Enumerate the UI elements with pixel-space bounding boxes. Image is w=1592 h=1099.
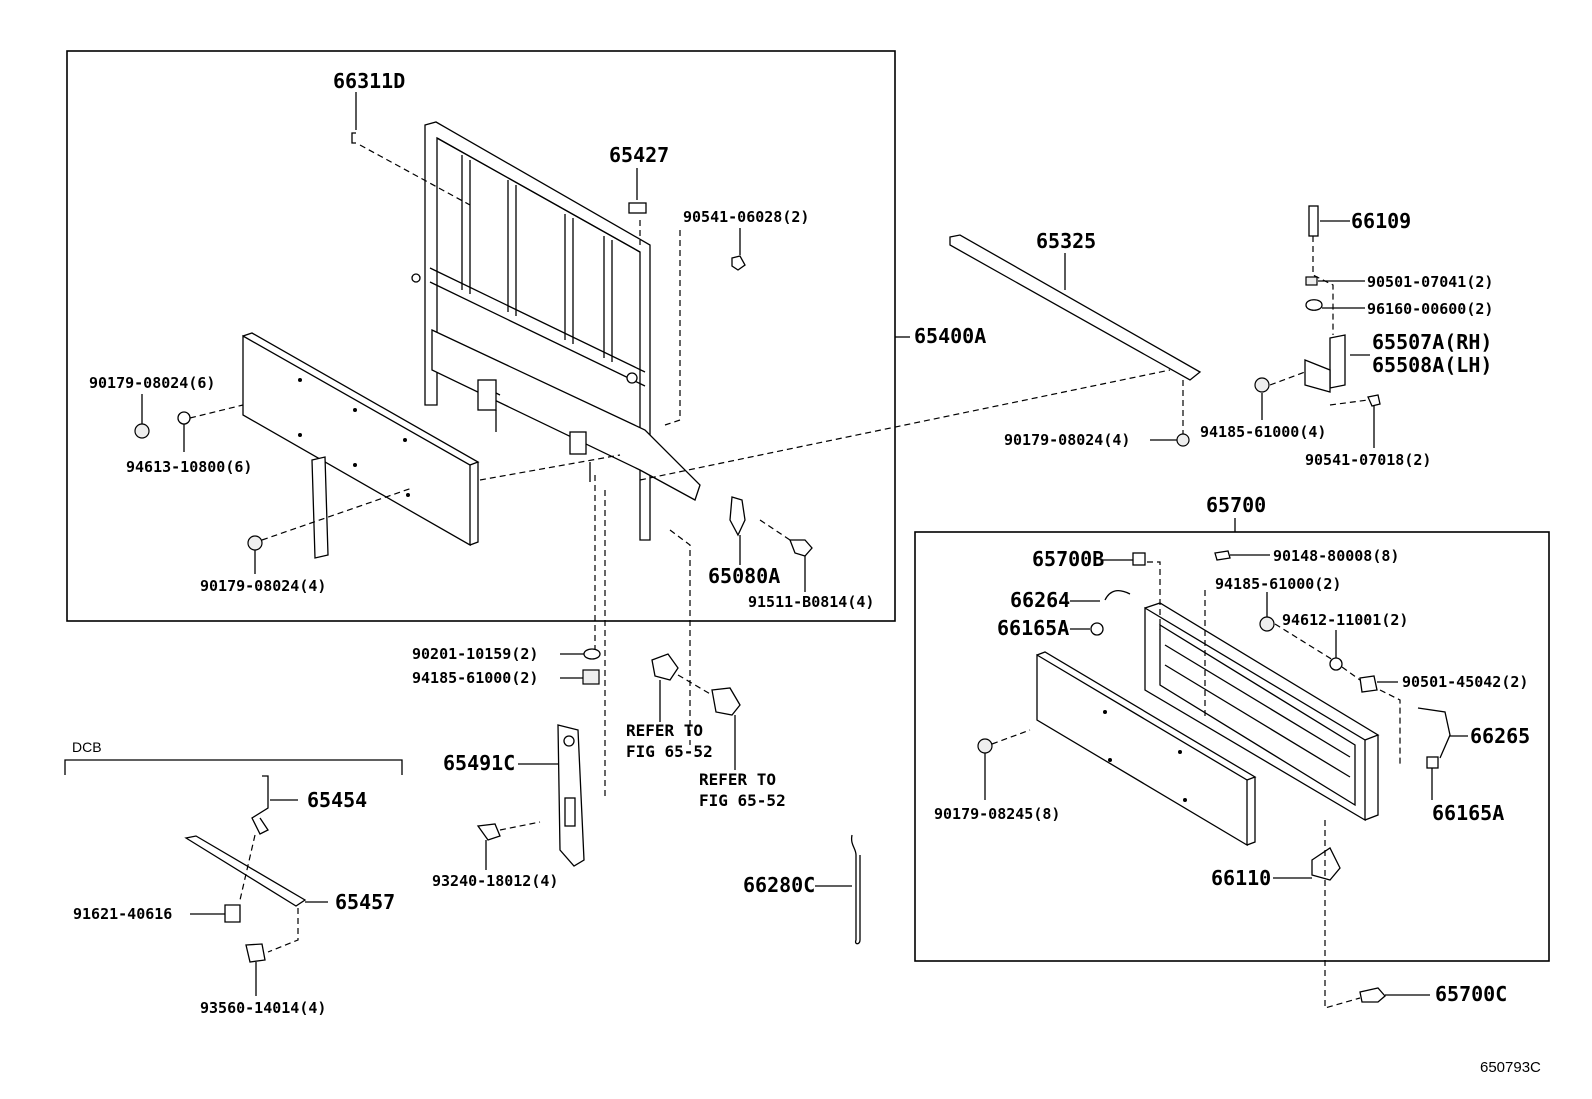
label-65700C: 65700C: [1435, 982, 1507, 1006]
label-65080A: 65080A: [708, 564, 780, 588]
label-96160-00600: 96160-00600(2): [1367, 300, 1493, 318]
rail-65325: [949, 234, 1202, 381]
label-90501-07041: 90501-07041(2): [1367, 273, 1493, 291]
rope-hook-66280C: [850, 834, 861, 945]
rod-66265: [1417, 707, 1451, 759]
label-65325: 65325: [1036, 229, 1096, 253]
label-90179-08024-4a: 90179-08024(4): [200, 577, 326, 595]
headboard-assembly-frame: [66, 50, 896, 622]
bracket-65454: [251, 775, 269, 835]
dcb-bracket: [64, 759, 403, 775]
label-66110: 66110: [1211, 866, 1271, 890]
label-93240-18012: 93240-18012(4): [432, 872, 558, 890]
label-90148-80008: 90148-80008(8): [1273, 547, 1399, 565]
label-93560-14014: 93560-14014(4): [200, 999, 326, 1017]
label-94613-10800: 94613-10800(6): [126, 458, 252, 476]
label-66280C: 66280C: [743, 873, 815, 897]
tailgate-frame: [1144, 602, 1380, 822]
label-66265: 66265: [1470, 724, 1530, 748]
label-90179-08024-6: 90179-08024(6): [89, 374, 215, 392]
label-94185-61000-2a: 94185-61000(2): [412, 669, 538, 687]
nut-94185-61000-2: [1259, 616, 1275, 632]
headboard-panel: [242, 332, 480, 547]
label-91511-B0814: 91511-B0814(4): [748, 593, 874, 611]
plate-65457: [184, 835, 307, 907]
label-65457: 65457: [335, 890, 395, 914]
rod-66264: [1104, 589, 1131, 601]
label-90179-08245: 90179-08245(8): [934, 805, 1060, 823]
bolt-refer: [711, 687, 741, 716]
label-65700B: 65700B: [1032, 547, 1104, 571]
label-66311D: 66311D: [333, 69, 405, 93]
latch-65080A: [729, 496, 746, 537]
section-label-dcb: DCB: [72, 739, 102, 755]
bolt-93560-14014: [245, 943, 266, 963]
label-94185-61000-4: 94185-61000(4): [1200, 423, 1326, 441]
screw-90148-80008: [1214, 550, 1231, 561]
refer-to-2b: FIG 65-52: [699, 791, 786, 810]
label-65700: 65700: [1206, 493, 1266, 517]
refer-to-2a: REFER TO: [699, 770, 776, 789]
spacer-90201-10159: [583, 648, 601, 660]
bushing: [651, 653, 679, 681]
label-65454: 65454: [307, 788, 367, 812]
tailgate-panel: [1036, 651, 1257, 847]
refer-to-1b: FIG 65-52: [626, 742, 713, 761]
label-66264: 66264: [1010, 588, 1070, 612]
bolt-90541-06028: [731, 255, 746, 271]
label-90541-07018: 90541-07018(2): [1305, 451, 1431, 469]
figure-id: 650793C: [1480, 1059, 1541, 1076]
label-66109: 66109: [1351, 209, 1411, 233]
label-90501-45042: 90501-45042(2): [1402, 673, 1528, 691]
label-65491C: 65491C: [443, 751, 515, 775]
headboard-ladder-frame: [411, 121, 701, 541]
cap-66165A-b: [1426, 756, 1439, 769]
label-65400A: 65400A: [914, 324, 986, 348]
refer-to-1a: REFER TO: [626, 721, 703, 740]
side-post: [311, 456, 329, 559]
spring-90501-45042: [1359, 675, 1378, 693]
cap-66165A: [1090, 622, 1104, 636]
tailgate-assembly-frame: [914, 531, 1550, 962]
clip-65700B: [1132, 552, 1146, 566]
bolt-93240-18012: [476, 823, 501, 841]
label-90179-08024-4b: 90179-08024(4): [1004, 431, 1130, 449]
nut-90179-08024-6: [134, 423, 150, 439]
bolt-91621-40616: [224, 904, 241, 923]
label-65427: 65427: [609, 143, 669, 167]
cap-65427: [628, 202, 647, 214]
label-90201-10159: 90201-10159(2): [412, 645, 538, 663]
label-66165A-b: 66165A: [1432, 801, 1504, 825]
bolt-90179-08245: [977, 738, 993, 754]
washer-94612-11001: [1329, 657, 1343, 671]
label-94612-11001: 94612-11001(2): [1282, 611, 1408, 629]
washer-94613-10800: [177, 411, 191, 425]
label-66165A-a: 66165A: [997, 616, 1069, 640]
label-91621-40616: 91621-40616: [73, 905, 172, 923]
hinge-assembly: [1254, 205, 1381, 448]
label-65508A: 65508A(LH): [1372, 353, 1492, 377]
bolt-65700C: [1359, 987, 1386, 1003]
nut-90179-08024-4: [247, 535, 263, 551]
nut-90179-08024-b: [1176, 433, 1190, 447]
bolt-91511-B0814: [789, 539, 813, 557]
nut-94185-61000-2a: [582, 669, 600, 685]
label-94185-61000-2b: 94185-61000(2): [1215, 575, 1341, 593]
label-65507A: 65507A(RH): [1372, 330, 1492, 354]
bracket-65491C: [557, 724, 585, 867]
clip-66311D: [351, 132, 356, 144]
label-90541-06028: 90541-06028(2): [683, 208, 809, 226]
hinge-66110: [1311, 847, 1341, 881]
